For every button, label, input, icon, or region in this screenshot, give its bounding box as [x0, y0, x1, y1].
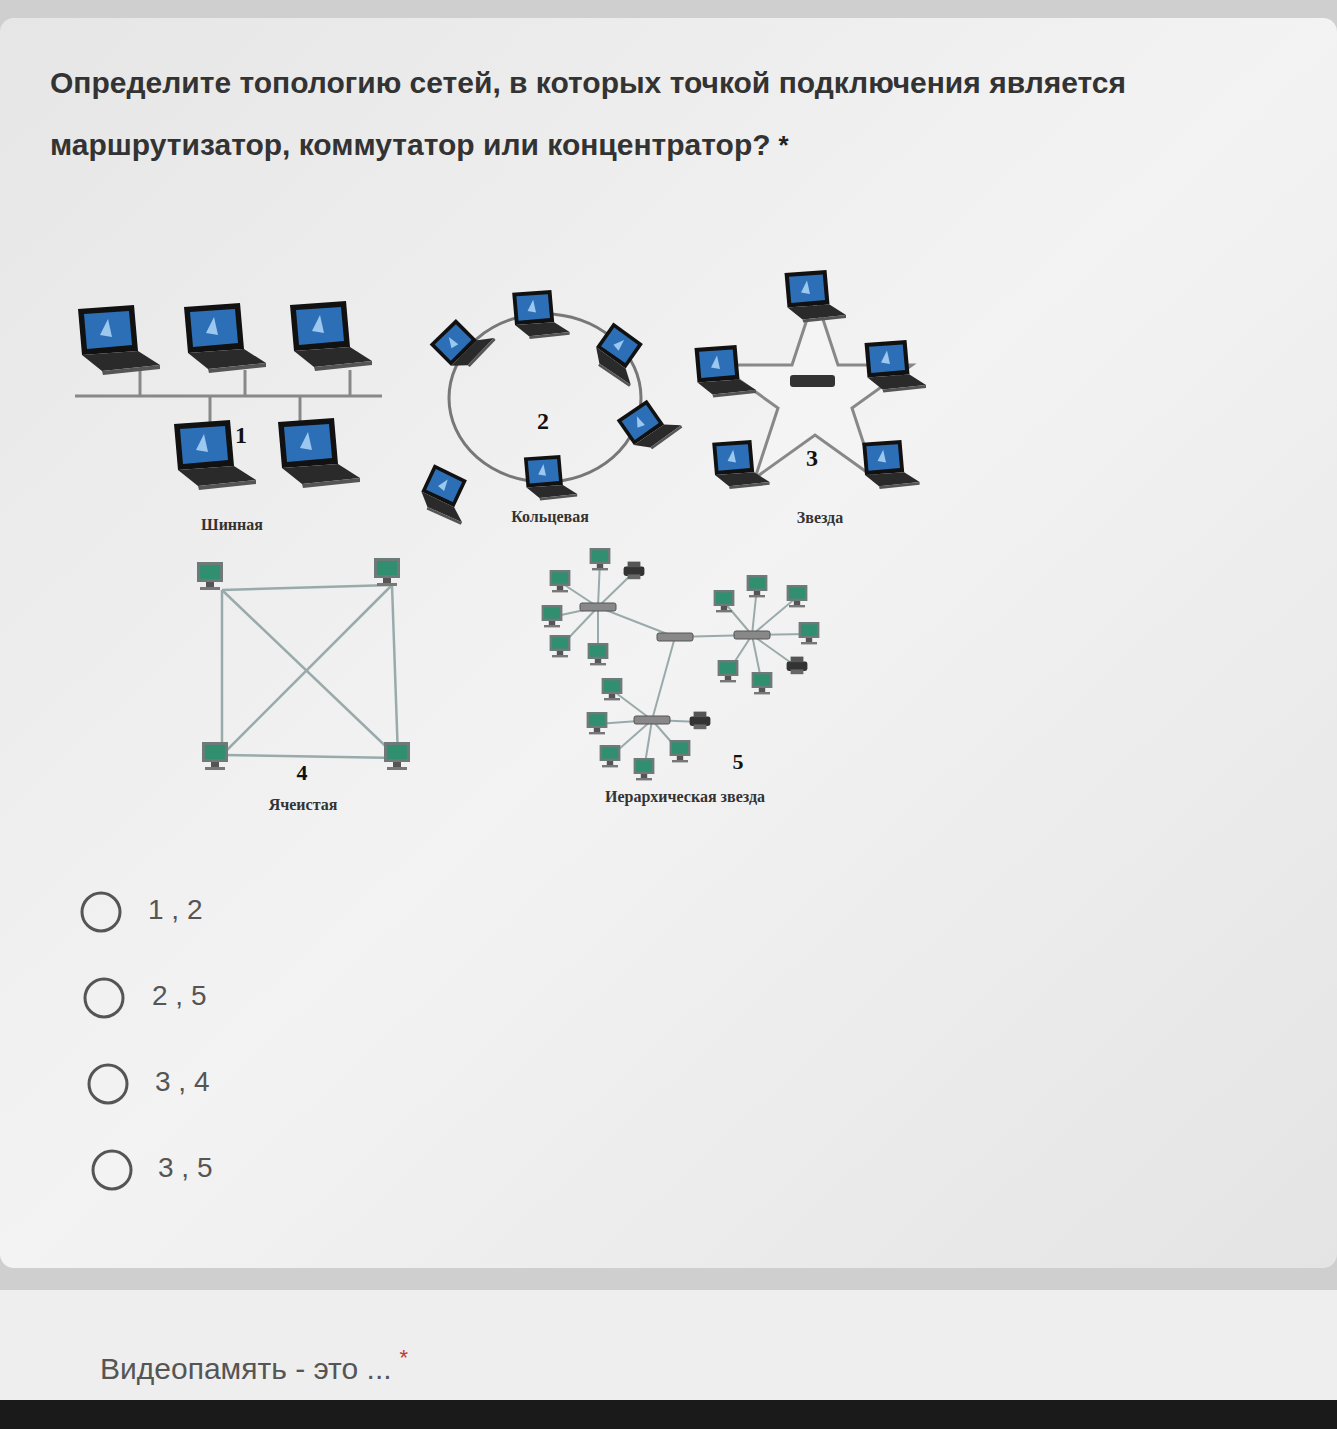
mesh-topology — [222, 585, 398, 758]
computer-icon — [587, 712, 608, 734]
topology-caption: Ячеистая — [269, 796, 338, 814]
computer-icon — [590, 548, 611, 570]
question-text: Видеопамять - это ... — [100, 1352, 392, 1385]
question-title: Определите топологию сетей, в которых то… — [50, 52, 1285, 176]
option-text: 3 , 5 — [158, 1153, 212, 1184]
radio-button — [82, 893, 131, 1189]
callout-number: 1 — [235, 422, 247, 448]
topology-caption: Звезда — [797, 509, 843, 527]
computer-icon — [787, 585, 808, 607]
question-card — [0, 18, 1337, 1268]
question-card — [0, 1290, 1337, 1429]
printer-icon — [624, 562, 645, 580]
computer-icon — [799, 622, 820, 644]
computer-icon — [542, 605, 563, 627]
topology-caption: Иерархическая звезда — [605, 788, 765, 806]
option-text: 1 , 2 — [148, 895, 202, 926]
computer-icon — [550, 635, 571, 657]
printer-icon — [787, 657, 808, 675]
question-text: Определите топологию сетей, в которых то… — [50, 66, 1126, 161]
required-mark: * — [779, 130, 789, 160]
computer-icon — [752, 672, 773, 694]
callout-number: 4 — [297, 761, 308, 785]
callout-number: 2 — [537, 408, 549, 434]
spoke-line — [752, 597, 797, 635]
hub-symbol — [790, 375, 835, 387]
computer-icon — [670, 740, 691, 762]
required-mark: * — [400, 1346, 409, 1370]
computer-icon — [714, 590, 735, 612]
option-text: 2 , 5 — [152, 981, 206, 1012]
option-text: 3 , 4 — [155, 1067, 209, 1098]
callout-number: 3 — [806, 445, 818, 471]
computer-icon — [602, 678, 623, 700]
computer-icon — [747, 575, 768, 597]
bus-topology — [75, 370, 382, 425]
computer-icon — [600, 745, 621, 767]
callout-number: 5 — [733, 750, 744, 774]
topology-caption: Шинная — [201, 516, 263, 534]
hierarchical-star — [552, 560, 809, 770]
topology-caption: Кольцевая — [511, 508, 589, 526]
computer-icon — [634, 758, 655, 780]
spoke-line — [724, 602, 752, 635]
computer-icon — [718, 660, 739, 682]
computer-icon — [588, 643, 609, 665]
computer-icon — [550, 570, 571, 592]
printer-icon — [690, 712, 711, 730]
